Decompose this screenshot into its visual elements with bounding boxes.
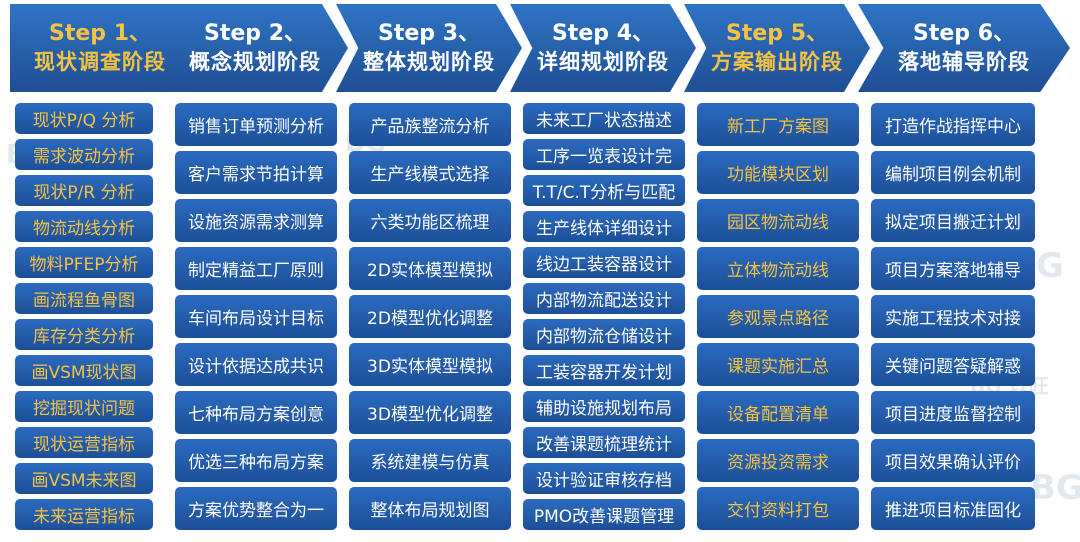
step-5-item: 设备配置清单 — [697, 391, 859, 434]
step-3-item: 3D实体模型模拟 — [349, 343, 511, 386]
step-4-item: PMO改善课题管理 — [523, 499, 685, 530]
step-5-item: 交付资料打包 — [697, 487, 859, 530]
step-2-item: 七种布局方案创意 — [175, 391, 337, 434]
step-1-item: 现状运营指标 — [15, 427, 153, 458]
step-4-item: 生产线体详细设计 — [523, 211, 685, 242]
step-2-column: 销售订单预测分析 客户需求节拍计算 设施资源需求测算 制定精益工厂原则 车间布局… — [175, 103, 337, 535]
step-4-item: 改善课题梳理统计 — [523, 427, 685, 458]
step-2-item: 制定精益工厂原则 — [175, 247, 337, 290]
step-6-header: Step 6、 落地辅导阶段 — [858, 4, 1070, 92]
step-6-item: 实施工程技术对接 — [871, 295, 1035, 338]
step-1-item: 画VSM未来图 — [15, 463, 153, 494]
step-1-header: Step 1、 现状调查阶段 — [10, 4, 190, 92]
step-4-item: T.T/C.T分析与匹配 — [523, 175, 685, 206]
step-3-item: 2D模型优化调整 — [349, 295, 511, 338]
step-1-item: 画VSM现状图 — [15, 355, 153, 386]
step-3-item: 3D模型优化调整 — [349, 391, 511, 434]
step-5-item: 资源投资需求 — [697, 439, 859, 482]
step-4-title: 详细规划阶段 — [537, 50, 669, 74]
step-3-item: 产品族整流分析 — [349, 103, 511, 146]
step-4-item: 设计验证审核存档 — [523, 463, 685, 494]
step-header-row: Step 1、 现状调查阶段 Step 2、 概念规划阶段 Step 3、 整体… — [0, 0, 1080, 100]
step-5-column: 新工厂方案图 功能模块区划 园区物流动线 立体物流动线 参观景点路径 课题实施汇… — [697, 103, 859, 535]
step-3-item: 生产线模式选择 — [349, 151, 511, 194]
step-5-header: Step 5、 方案输出阶段 — [684, 4, 870, 92]
step-1-item: 挖掘现状问题 — [15, 391, 153, 422]
step-2-item: 设施资源需求测算 — [175, 199, 337, 242]
step-2-item: 优选三种布局方案 — [175, 439, 337, 482]
step-5-item: 课题实施汇总 — [697, 343, 859, 386]
step-4-column: 未来工厂状态描述 工序一览表设计完 T.T/C.T分析与匹配 生产线体详细设计 … — [523, 103, 685, 535]
step-6-item: 项目进度监督控制 — [871, 391, 1035, 434]
step-2-item: 车间布局设计目标 — [175, 295, 337, 338]
step-1-item: 未来运营指标 — [15, 499, 153, 530]
step-4-item: 未来工厂状态描述 — [523, 103, 685, 134]
step-3-header: Step 3、 整体规划阶段 — [336, 4, 522, 92]
step-1-item: 画流程鱼骨图 — [15, 283, 153, 314]
step-4-item: 工序一览表设计完 — [523, 139, 685, 170]
step-6-number: Step 6、 — [913, 21, 1015, 46]
step-5-item: 立体物流动线 — [697, 247, 859, 290]
step-5-number: Step 5、 — [726, 21, 828, 46]
step-3-item: 系统建模与仿真 — [349, 439, 511, 482]
watermark: BG — [1030, 468, 1080, 508]
step-3-column: 产品族整流分析 生产线模式选择 六类功能区梳理 2D实体模型模拟 2D模型优化调… — [349, 103, 511, 535]
step-4-header: Step 4、 详细规划阶段 — [510, 4, 696, 92]
step-1-item: 现状P/R 分析 — [15, 175, 153, 206]
step-6-item: 项目方案落地辅导 — [871, 247, 1035, 290]
step-6-item: 关键问题答疑解惑 — [871, 343, 1035, 386]
step-1-title: 现状调查阶段 — [34, 50, 166, 74]
step-1-item: 现状P/Q 分析 — [15, 103, 153, 134]
step-4-item: 辅助设施规划布局 — [523, 391, 685, 422]
step-2-title: 概念规划阶段 — [189, 50, 321, 74]
step-2-item: 客户需求节拍计算 — [175, 151, 337, 194]
step-6-item: 打造作战指挥中心 — [871, 103, 1035, 146]
step-5-item: 参观景点路径 — [697, 295, 859, 338]
step-4-item: 线边工装容器设计 — [523, 247, 685, 278]
step-5-title: 方案输出阶段 — [711, 50, 843, 74]
step-3-title: 整体规划阶段 — [363, 50, 495, 74]
step-1-item: 物料PFEP分析 — [15, 247, 153, 278]
step-2-item: 方案优势整合为一 — [175, 487, 337, 530]
step-3-number: Step 3、 — [378, 21, 480, 46]
step-6-item: 项目效果确认评价 — [871, 439, 1035, 482]
step-2-item: 销售订单预测分析 — [175, 103, 337, 146]
step-3-item: 整体布局规划图 — [349, 487, 511, 530]
step-6-item: 编制项目例会机制 — [871, 151, 1035, 194]
step-3-item: 2D实体模型模拟 — [349, 247, 511, 290]
step-6-column: 打造作战指挥中心 编制项目例会机制 拟定项目搬迁计划 项目方案落地辅导 实施工程… — [871, 103, 1035, 535]
step-1-column: 现状P/Q 分析 需求波动分析 现状P/R 分析 物流动线分析 物料PFEP分析… — [15, 103, 153, 535]
step-1-item: 需求波动分析 — [15, 139, 153, 170]
step-2-header: Step 2、 概念规划阶段 — [162, 4, 348, 92]
step-1-number: Step 1、 — [49, 21, 151, 46]
step-5-item: 新工厂方案图 — [697, 103, 859, 146]
step-6-title: 落地辅导阶段 — [898, 50, 1030, 74]
step-6-item: 拟定项目搬迁计划 — [871, 199, 1035, 242]
step-2-number: Step 2、 — [204, 21, 306, 46]
step-4-number: Step 4、 — [552, 21, 654, 46]
step-2-item: 设计依据达成共识 — [175, 343, 337, 386]
step-5-item: 功能模块区划 — [697, 151, 859, 194]
step-5-item: 园区物流动线 — [697, 199, 859, 242]
step-6-item: 推进项目标准固化 — [871, 487, 1035, 530]
step-4-item: 工装容器开发计划 — [523, 355, 685, 386]
step-4-item: 内部物流仓储设计 — [523, 319, 685, 350]
step-4-item: 内部物流配送设计 — [523, 283, 685, 314]
step-1-item: 物流动线分析 — [15, 211, 153, 242]
step-1-item: 库存分类分析 — [15, 319, 153, 350]
step-3-item: 六类功能区梳理 — [349, 199, 511, 242]
